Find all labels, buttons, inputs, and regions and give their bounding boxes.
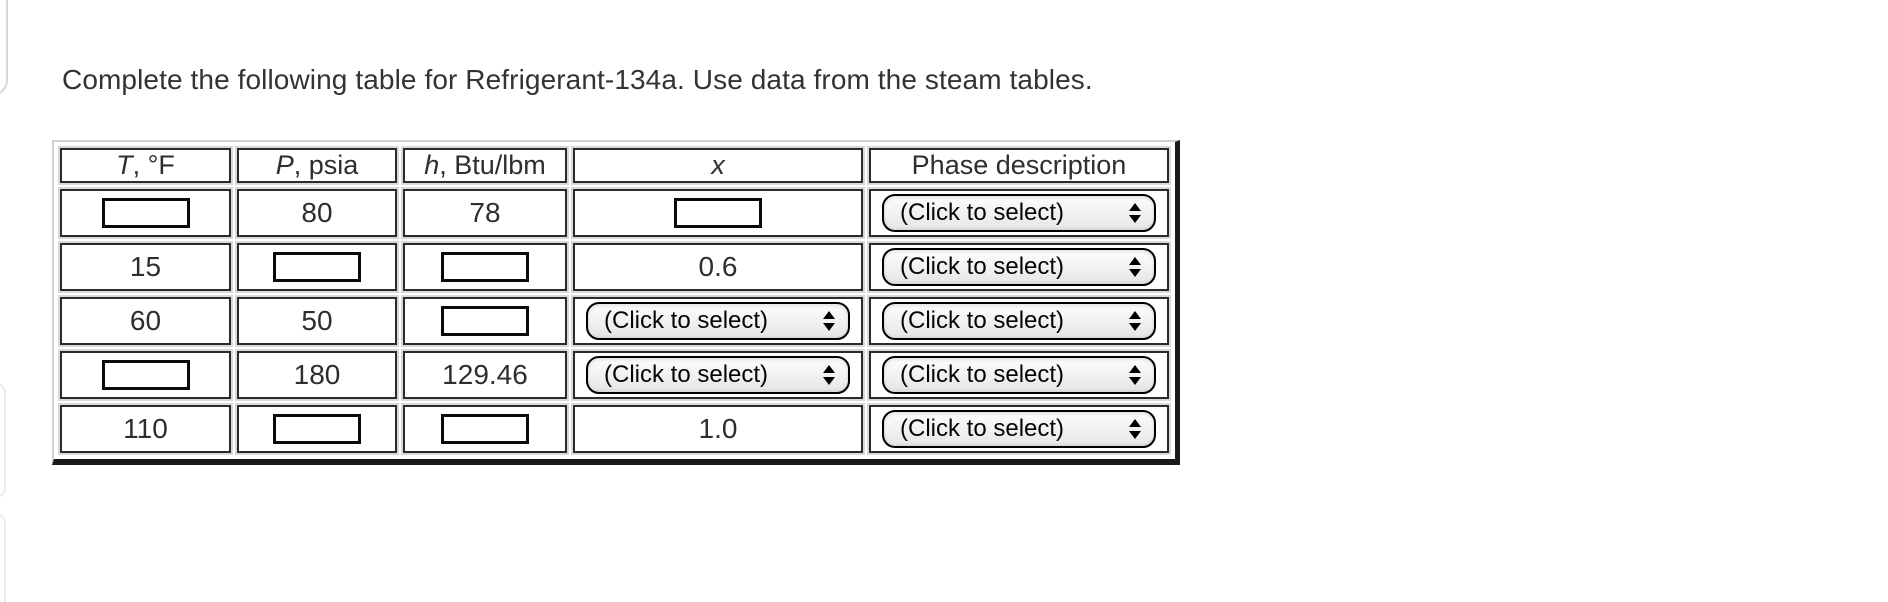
answer-input-temperature-row4[interactable] — [101, 360, 190, 390]
answer-input-pressure-row2[interactable] — [273, 252, 361, 282]
cell-value-quality-row5: 1.0 — [573, 405, 863, 453]
updown-arrows-icon — [1129, 203, 1141, 223]
variable-symbol: x — [711, 150, 725, 180]
cell-enthalpy-row2 — [403, 243, 567, 291]
select-label: (Click to select) — [900, 307, 1065, 334]
phase-select-row4[interactable]: (Click to select) — [882, 356, 1156, 394]
phase-select-row1[interactable]: (Click to select) — [882, 194, 1156, 232]
updown-arrows-icon — [1129, 311, 1141, 331]
variable-symbol: P — [275, 150, 294, 180]
cell-phase-row1: (Click to select) — [869, 189, 1169, 237]
quality-select-row3[interactable]: (Click to select) — [586, 302, 850, 340]
select-label: (Click to select) — [900, 199, 1065, 226]
answer-input-temperature-row1[interactable] — [101, 198, 190, 228]
select-label: (Click to select) — [604, 307, 769, 334]
select-label: (Click to select) — [900, 361, 1065, 388]
cell-phase-row5: (Click to select) — [869, 405, 1169, 453]
phase-select-row3[interactable]: (Click to select) — [882, 302, 1156, 340]
cell-value-quality-row2: 0.6 — [573, 243, 863, 291]
updown-arrows-icon — [823, 365, 835, 385]
updown-arrows-icon — [1129, 419, 1141, 439]
column-header-pressure: P, psia — [237, 148, 397, 183]
select-label: (Click to select) — [604, 361, 769, 388]
cell-pressure-row2 — [237, 243, 397, 291]
answer-input-quality-row1[interactable] — [674, 198, 762, 228]
cell-value-pressure-row3: 50 — [237, 297, 397, 345]
select-label: (Click to select) — [900, 415, 1065, 442]
page-edge-decoration — [0, 0, 8, 96]
cell-temperature-row4 — [60, 351, 231, 399]
phase-select-row2[interactable]: (Click to select) — [882, 248, 1156, 286]
table-row: 15 0.6 (Click to select) — [60, 243, 1169, 291]
cell-enthalpy-row5 — [403, 405, 567, 453]
cell-phase-row2: (Click to select) — [869, 243, 1169, 291]
cell-value-temperature-row3: 60 — [60, 297, 231, 345]
cell-value-temperature-row5: 110 — [60, 405, 231, 453]
updown-arrows-icon — [1129, 257, 1141, 277]
column-header-temperature: T, °F — [60, 148, 231, 183]
select-label: (Click to select) — [900, 253, 1065, 280]
quality-select-row4[interactable]: (Click to select) — [586, 356, 850, 394]
cell-phase-row4: (Click to select) — [869, 351, 1169, 399]
cell-pressure-row5 — [237, 405, 397, 453]
column-header-phase: Phase description — [869, 148, 1169, 183]
answer-input-pressure-row5[interactable] — [273, 414, 361, 444]
cell-value-enthalpy-row4: 129.46 — [403, 351, 567, 399]
updown-arrows-icon — [1129, 365, 1141, 385]
cell-value-pressure-row4: 180 — [237, 351, 397, 399]
updown-arrows-icon — [823, 311, 835, 331]
cell-enthalpy-row3 — [403, 297, 567, 345]
cell-quality-row1 — [573, 189, 863, 237]
answer-input-enthalpy-row2[interactable] — [441, 252, 529, 282]
answer-input-enthalpy-row5[interactable] — [441, 414, 529, 444]
variable-symbol: h — [424, 150, 440, 180]
page-edge-decoration — [0, 383, 6, 498]
table-row: 110 1.0 (Click to select) — [60, 405, 1169, 453]
answer-input-enthalpy-row3[interactable] — [441, 306, 529, 336]
cell-phase-row3: (Click to select) — [869, 297, 1169, 345]
cell-quality-row4: (Click to select) — [573, 351, 863, 399]
variable-symbol: T — [116, 150, 133, 180]
column-header-enthalpy: h, Btu/lbm — [403, 148, 567, 183]
cell-quality-row3: (Click to select) — [573, 297, 863, 345]
phase-select-row5[interactable]: (Click to select) — [882, 410, 1156, 448]
cell-value-enthalpy-row1: 78 — [403, 189, 567, 237]
cell-value-temperature-row2: 15 — [60, 243, 231, 291]
cell-temperature-row1 — [60, 189, 231, 237]
question-text: Complete the following table for Refrige… — [62, 64, 1093, 95]
column-header-quality: x — [573, 148, 863, 183]
cell-value-pressure-row1: 80 — [237, 189, 397, 237]
page-edge-decoration — [0, 513, 6, 602]
